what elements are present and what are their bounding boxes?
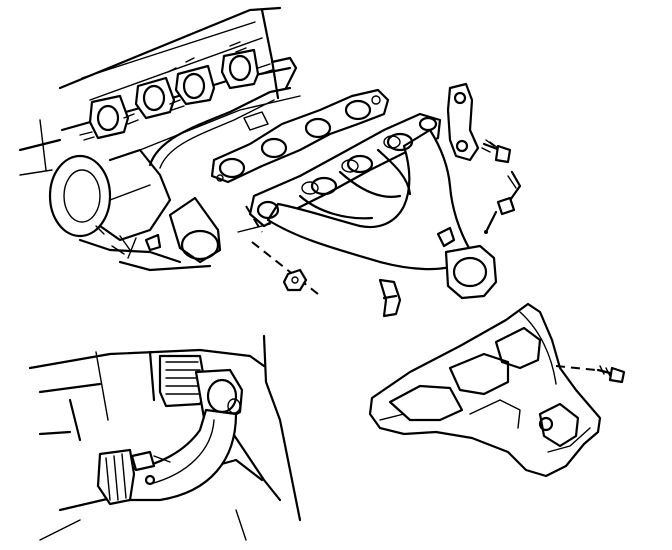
manifold-nut xyxy=(282,268,308,292)
studs xyxy=(79,41,273,141)
exhaust-gasket xyxy=(210,88,390,184)
support-clip xyxy=(378,278,402,318)
engine-block xyxy=(18,6,301,272)
exhaust-port-4 xyxy=(220,48,260,90)
exhaust-manifold xyxy=(248,112,498,300)
manifold-bolt xyxy=(481,139,512,164)
lifting-bracket xyxy=(446,82,480,162)
exhaust-port-2 xyxy=(134,76,176,120)
exhaust-port-3 xyxy=(174,64,216,106)
alignment-line-upper xyxy=(245,205,263,233)
oxygen-sensor xyxy=(484,170,522,234)
heat-shield-screw xyxy=(555,365,626,384)
exhaust-pipe-connection xyxy=(28,334,302,541)
exhaust-port-1 xyxy=(88,94,130,140)
heat-shield xyxy=(368,302,602,478)
